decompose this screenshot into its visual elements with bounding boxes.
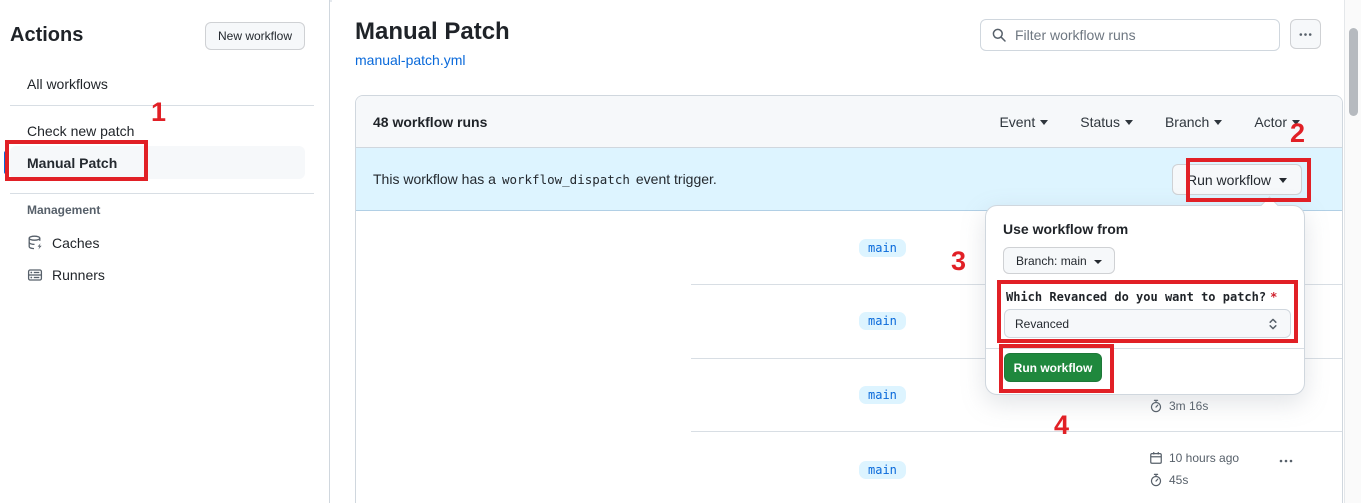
stopwatch-icon [1150,473,1162,487]
run-time: 10 hours ago [1149,451,1239,465]
selected-accent-bar [4,151,8,174]
run-workflow-popup: Use workflow from Branch: main Which Rev… [985,205,1305,395]
scrollbar-track [1344,0,1361,503]
banner-text: This workflow has a [373,171,496,187]
actions-sidebar: Actions New workflow All workflows Check… [0,0,330,503]
sidebar-item-label: Caches [52,235,100,251]
new-workflow-button[interactable]: New workflow [205,22,306,50]
filter-branch[interactable]: Branch [1165,114,1223,130]
sidebar-item-label: Runners [52,267,105,283]
branch-badge[interactable]: main [859,238,906,257]
workflow-input-label: Which Revanced do you want to patch?* [1006,290,1278,304]
stopwatch-icon [1150,399,1162,413]
popup-title: Use workflow from [1003,221,1129,237]
branch-badge[interactable]: main [859,461,906,479]
filter-status[interactable]: Status [1080,114,1133,130]
workflow-dispatch-banner: This workflow has a workflow_dispatch ev… [356,148,1342,211]
annotation-step-number: 1 [151,97,167,127]
sidebar-item-check-new-patch[interactable]: Check new patch [27,123,135,139]
scrollbar-thumb[interactable] [1349,28,1358,116]
popup-divider [986,348,1304,349]
annotation-step-number: 2 [1290,118,1306,148]
sidebar-item-manual-patch[interactable]: Manual Patch [4,146,305,179]
filter-actor[interactable]: Actor [1254,114,1300,130]
branch-badge[interactable]: main [859,312,906,330]
chevron-down-icon [1093,259,1102,264]
run-duration: 45s [1149,473,1188,487]
branch-select-button[interactable]: Branch: main [1003,247,1115,274]
cache-icon [28,235,42,250]
sidebar-item-runners[interactable]: Runners [27,267,105,283]
runs-card-header: 48 workflow runs Event Status Branch Act… [356,96,1342,148]
chevron-down-icon [1040,120,1049,125]
run-duration: 3m 16s [1149,399,1208,413]
chevron-down-icon [1214,120,1223,125]
filter-event[interactable]: Event [999,114,1049,130]
chevron-down-icon [1124,120,1133,125]
banner-code: workflow_dispatch [501,171,630,187]
workflow-file-link[interactable]: manual-patch.yml [355,52,466,68]
chevron-down-icon [1292,120,1300,125]
sidebar-divider [10,193,314,194]
revanced-select[interactable]: Revanced [1004,309,1291,338]
required-marker: * [1270,290,1278,304]
sidebar-item-label: Manual Patch [27,154,118,171]
run-workflow-dropdown-button[interactable]: Run workflow [1171,164,1302,195]
calendar-icon [1150,452,1162,464]
workflow-run-row[interactable]: main [356,211,1342,284]
branch-badge[interactable]: main [859,385,906,404]
runs-filters: Event Status Branch Actor [999,114,1300,130]
sidebar-item-all-workflows[interactable]: All workflows [27,76,108,92]
search-input[interactable] [1015,27,1269,43]
run-workflow-submit-button[interactable]: Run workflow [1004,353,1102,382]
up-down-chevrons-icon [1269,318,1277,329]
kebab-icon [1299,32,1312,36]
runner-icon [27,269,43,281]
annotation-step-number: 4 [1054,410,1070,440]
workflow-run-row[interactable]: main 10 hours ago [356,431,1342,503]
management-section-label: Management [27,203,101,217]
sidebar-title: Actions [10,24,84,46]
kebab-icon [1279,459,1293,463]
banner-text: event trigger. [635,171,717,187]
search-icon [992,28,1006,42]
sidebar-item-caches[interactable]: Caches [27,235,99,251]
filter-runs-search[interactable] [980,19,1280,51]
chevron-down-icon [1279,178,1287,183]
runs-count: 48 workflow runs [373,113,488,130]
run-options-button[interactable] [1278,453,1294,472]
more-options-button[interactable] [1290,19,1321,49]
annotation-step-number: 3 [951,246,967,276]
page-title: Manual Patch [355,18,510,45]
sidebar-divider [10,105,314,106]
